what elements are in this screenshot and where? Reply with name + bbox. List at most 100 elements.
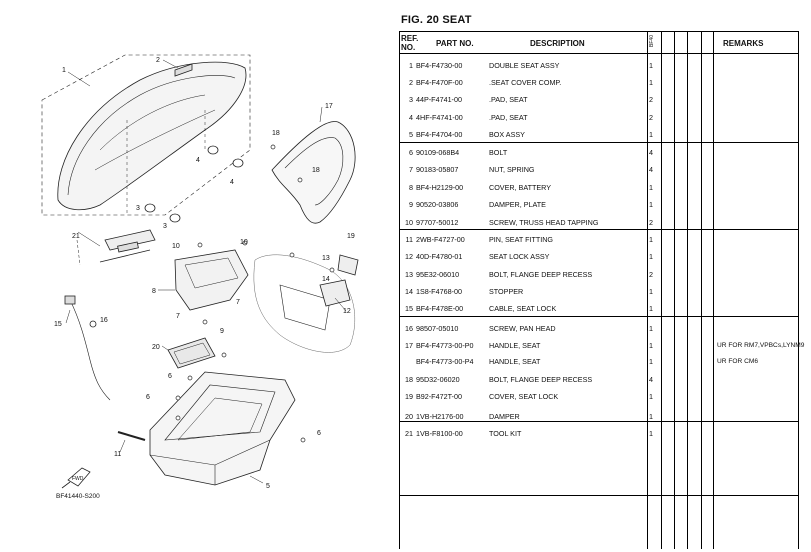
part-no-cell: 90109-068B4	[416, 148, 460, 157]
callout-6b: 6	[146, 394, 150, 401]
qty-cell: 1	[649, 287, 653, 296]
part-no-cell: 90183-05807	[416, 165, 459, 174]
description-cell: STOPPER	[489, 287, 524, 296]
part-no-cell: BF4-F4773-00-P0	[416, 341, 474, 350]
seat-assy-dashed-frame	[41, 54, 251, 216]
ref-cell: 20	[405, 412, 413, 421]
remarks-cell: UR FOR CM6	[717, 358, 759, 365]
callout-4a: 4	[196, 157, 200, 164]
callout-8: 8	[152, 288, 156, 295]
ref-cell: 1	[409, 61, 413, 70]
ref-cell: 3	[409, 95, 413, 104]
ref-cell: 9	[409, 200, 413, 209]
header-qty-model: BF40	[649, 35, 655, 47]
ref-cell: 15	[405, 304, 413, 313]
callout-6c: 6	[317, 430, 321, 437]
callout-3a: 3	[136, 205, 140, 212]
ref-cell: 8	[409, 183, 413, 192]
description-cell: PIN, SEAT FITTING	[489, 235, 554, 244]
callout-1: 1	[62, 67, 66, 74]
callout-7b: 7	[236, 299, 240, 306]
ref-cell: 19	[405, 392, 413, 401]
qty-cell: 4	[649, 148, 653, 157]
header-part-no: PART NO.	[436, 39, 474, 48]
part-no-cell: 44P-F4741-00	[416, 95, 462, 104]
ref-cell: 10	[405, 218, 413, 227]
callout-9: 9	[220, 328, 224, 335]
qty-cell: 1	[649, 357, 653, 366]
ref-cell: 7	[409, 165, 413, 174]
part-no-cell: BF4-F4704-00	[416, 130, 463, 139]
battery-cover-drawing	[174, 249, 249, 311]
seat-handle-drawing	[271, 121, 356, 224]
callout-14: 14	[322, 276, 330, 283]
description-cell: BOX ASSY	[489, 130, 525, 139]
part-no-cell: 98507-05010	[416, 324, 459, 333]
part-no-cell: BF4-F478E-00	[416, 304, 464, 313]
description-cell: CABLE, SEAT LOCK	[489, 304, 557, 313]
exploded-parts-diagram: 1 2 4 4 3 3 21 17 18 18 10 10 8 7 9 7 19…	[41, 54, 359, 500]
part-no-cell: 4HF-F4741-00	[416, 113, 463, 122]
callout-2: 2	[156, 57, 160, 64]
part-no-cell: BF4-F470F-00	[416, 78, 463, 87]
part-no-cell: 90520-03806	[416, 200, 459, 209]
qty-cell: 1	[649, 235, 653, 244]
storage-box-drawing	[149, 371, 296, 486]
qty-cell: 1	[649, 130, 653, 139]
qty-cell: 2	[649, 270, 653, 279]
qty-cell: 2	[649, 113, 653, 122]
qty-cell: 4	[649, 375, 653, 384]
qty-cell: 1	[649, 78, 653, 87]
description-cell: BOLT, FLANGE DEEP RECESS	[489, 270, 593, 279]
ref-cell: 21	[405, 429, 413, 438]
qty-cell: 1	[649, 200, 653, 209]
description-cell: COVER, SEAT LOCK	[489, 392, 559, 401]
qty-cell: 1	[649, 252, 653, 261]
ref-cell: 14	[405, 287, 413, 296]
part-no-cell: 95E32-06010	[416, 270, 460, 279]
callout-10b: 10	[240, 239, 248, 246]
remarks-cell: UR FOR RM7,VPBCs,LYNM9	[717, 342, 805, 349]
description-cell: TOOL KIT	[489, 429, 522, 438]
part-no-cell: BF4-F4730-00	[416, 61, 463, 70]
parts-table: REF. NO. PART NO. DESCRIPTION BF40 REMAR…	[399, 31, 804, 549]
callout-13: 13	[322, 255, 330, 262]
part-no-cell: 1VB-F8100-00	[416, 429, 463, 438]
callout-11: 11	[114, 451, 121, 458]
callout-15: 15	[54, 321, 62, 328]
callout-6a: 6	[168, 373, 172, 380]
callout-7a: 7	[176, 313, 180, 320]
diagram-code: BF41440-S200	[56, 493, 100, 500]
ref-cell: 16	[405, 324, 413, 333]
qty-cell: 1	[649, 429, 653, 438]
description-cell: .PAD, SEAT	[489, 113, 528, 122]
part-no-cell: 95D32-06020	[416, 375, 460, 384]
callout-17: 17	[325, 103, 333, 110]
description-cell: DOUBLE SEAT ASSY	[489, 61, 560, 70]
qty-cell: 1	[649, 412, 653, 421]
qty-cell: 1	[649, 183, 653, 192]
description-cell: HANDLE, SEAT	[489, 357, 541, 366]
description-cell: SCREW, PAN HEAD	[489, 324, 556, 333]
description-cell: NUT, SPRING	[489, 165, 535, 174]
parts-table-row: BF4-F4773-00-P4 HANDLE, SEAT 1 UR FOR CM6	[399, 353, 799, 370]
callout-5: 5	[266, 483, 270, 490]
ref-cell: 18	[405, 375, 413, 384]
ref-cell: 4	[409, 113, 413, 122]
part-no-cell: BF4-F4773-00-P4	[416, 357, 474, 366]
description-cell: BOLT, FLANGE DEEP RECESS	[489, 375, 593, 384]
qty-cell: 4	[649, 165, 653, 174]
